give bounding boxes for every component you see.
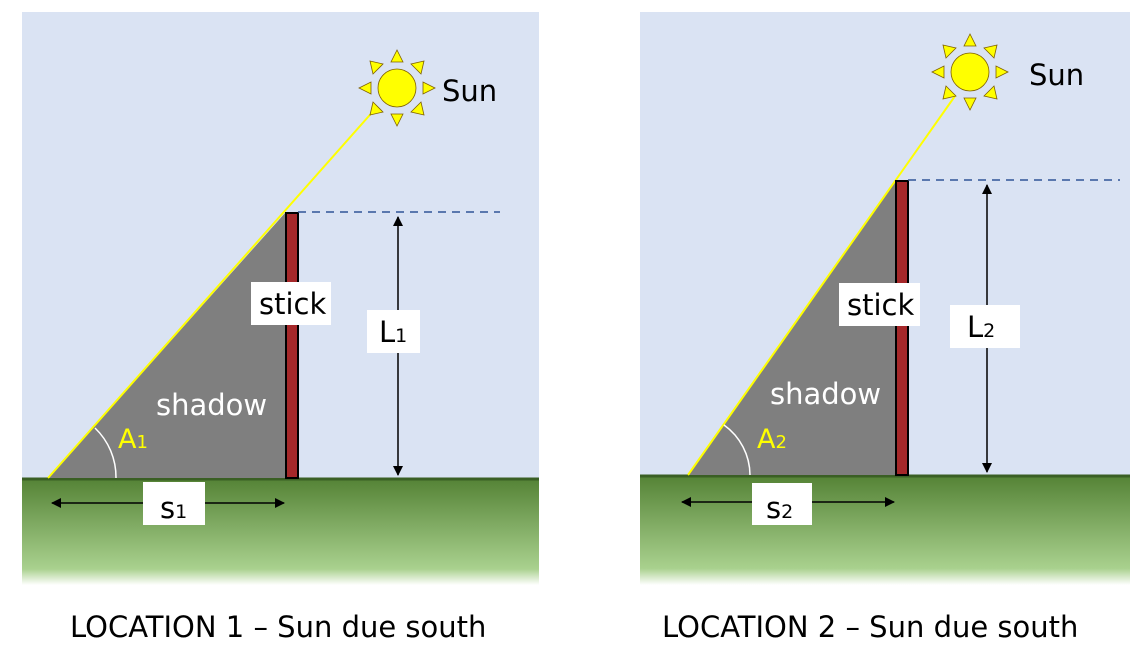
- length-label: L1: [379, 315, 407, 349]
- shadow-label: shadow: [156, 388, 267, 422]
- caption: LOCATION 2 – Sun due south: [662, 610, 1078, 644]
- shadow-length-label: s2: [766, 491, 793, 525]
- ground: [22, 478, 539, 585]
- angle-label: A2: [757, 424, 787, 455]
- panel-location-1: Sun A1 shadow stick L1 s1 LOCATION 1 – S…: [22, 12, 539, 644]
- caption: LOCATION 1 – Sun due south: [70, 610, 486, 644]
- panel-location-2: Sun A2 shadow stick L2 s2 LOCATION 2 – S…: [640, 12, 1130, 644]
- ground: [640, 475, 1130, 585]
- shadow-length-label: s1: [160, 491, 187, 525]
- sun-icon: [931, 33, 1009, 111]
- angle-arc: [723, 424, 751, 476]
- length-label: L2: [967, 310, 995, 344]
- sun-label: Sun: [442, 74, 497, 108]
- shadow-label: shadow: [770, 377, 881, 411]
- sun-ray: [47, 107, 377, 479]
- angle-label: A1: [118, 424, 148, 455]
- sun-ray: [687, 95, 956, 476]
- stick: [285, 212, 299, 479]
- stick-label: stick: [847, 288, 914, 322]
- stick-label: stick: [259, 287, 326, 321]
- angle-arc: [94, 427, 117, 479]
- stick: [895, 180, 909, 476]
- sun-label: Sun: [1029, 58, 1084, 92]
- sun-icon: [358, 49, 436, 127]
